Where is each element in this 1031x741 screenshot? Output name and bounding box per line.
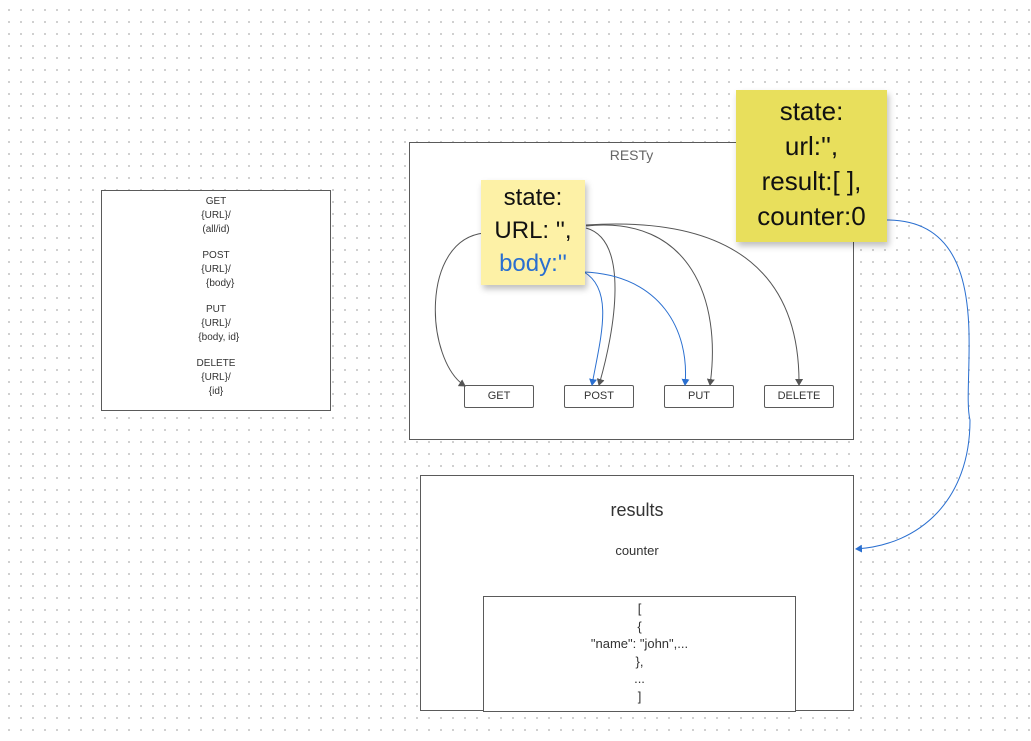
api-param-line: (all/id)	[202, 224, 230, 235]
connector-to-post	[585, 227, 616, 386]
note-line: result:[ ],	[761, 166, 862, 196]
note-line: URL: '',	[494, 217, 572, 244]
get-button[interactable]: GET	[464, 385, 534, 408]
note-line: state:	[503, 184, 563, 211]
note-line-highlight: body:''	[499, 250, 567, 277]
note-line: counter:0	[757, 201, 866, 231]
json-line: {	[637, 618, 642, 634]
api-group-put: PUT {URL}/ {body, id}	[102, 303, 330, 345]
api-reference-box: GET {URL}/ (all/id) POST {URL}/ {body} P…	[101, 190, 331, 411]
api-method-label: POST	[202, 250, 230, 261]
put-button[interactable]: PUT	[664, 385, 734, 408]
api-path-line: {URL}/	[201, 318, 231, 329]
api-param-line: {id}	[208, 386, 224, 397]
results-json-box[interactable]: [ { "name": "john",... }, ... ]	[483, 596, 796, 712]
connector-to-put	[585, 224, 715, 386]
json-line: "name": "john",...	[590, 636, 689, 652]
connector-to-get	[434, 232, 485, 387]
resty-title: RESTy	[609, 147, 654, 163]
connector-body-to-post	[583, 271, 604, 386]
api-path-line: {URL}/	[201, 210, 231, 221]
connector-body-to-put	[583, 271, 690, 386]
api-param-line: {body}	[197, 278, 235, 289]
api-path-line: {URL}/	[201, 372, 231, 383]
note-line: url:'',	[784, 131, 839, 161]
connector-to-delete	[585, 223, 804, 386]
api-group-post: POST {URL}/ {body}	[102, 249, 330, 291]
api-method-label: DELETE	[196, 358, 236, 369]
results-counter-label: counter	[615, 543, 659, 558]
api-method-label: GET	[205, 196, 227, 207]
note-line: state:	[779, 96, 844, 126]
api-group-get: GET {URL}/ (all/id)	[102, 195, 330, 237]
form-state-note[interactable]: state: URL: '', body:''	[481, 180, 585, 285]
api-group-delete: DELETE {URL}/ {id}	[102, 357, 330, 399]
connector-state-to-results	[855, 219, 971, 553]
api-param-line: {body, id}	[192, 332, 240, 343]
app-state-note[interactable]: state: url:'', result:[ ], counter:0	[736, 90, 887, 242]
api-path-line: {URL}/	[201, 264, 231, 275]
json-line: [	[637, 601, 642, 616]
json-line: ]	[637, 688, 642, 704]
api-method-label: PUT	[206, 304, 226, 315]
json-line: },	[635, 653, 644, 669]
json-line: ...	[634, 671, 645, 687]
results-title: results	[610, 500, 664, 520]
